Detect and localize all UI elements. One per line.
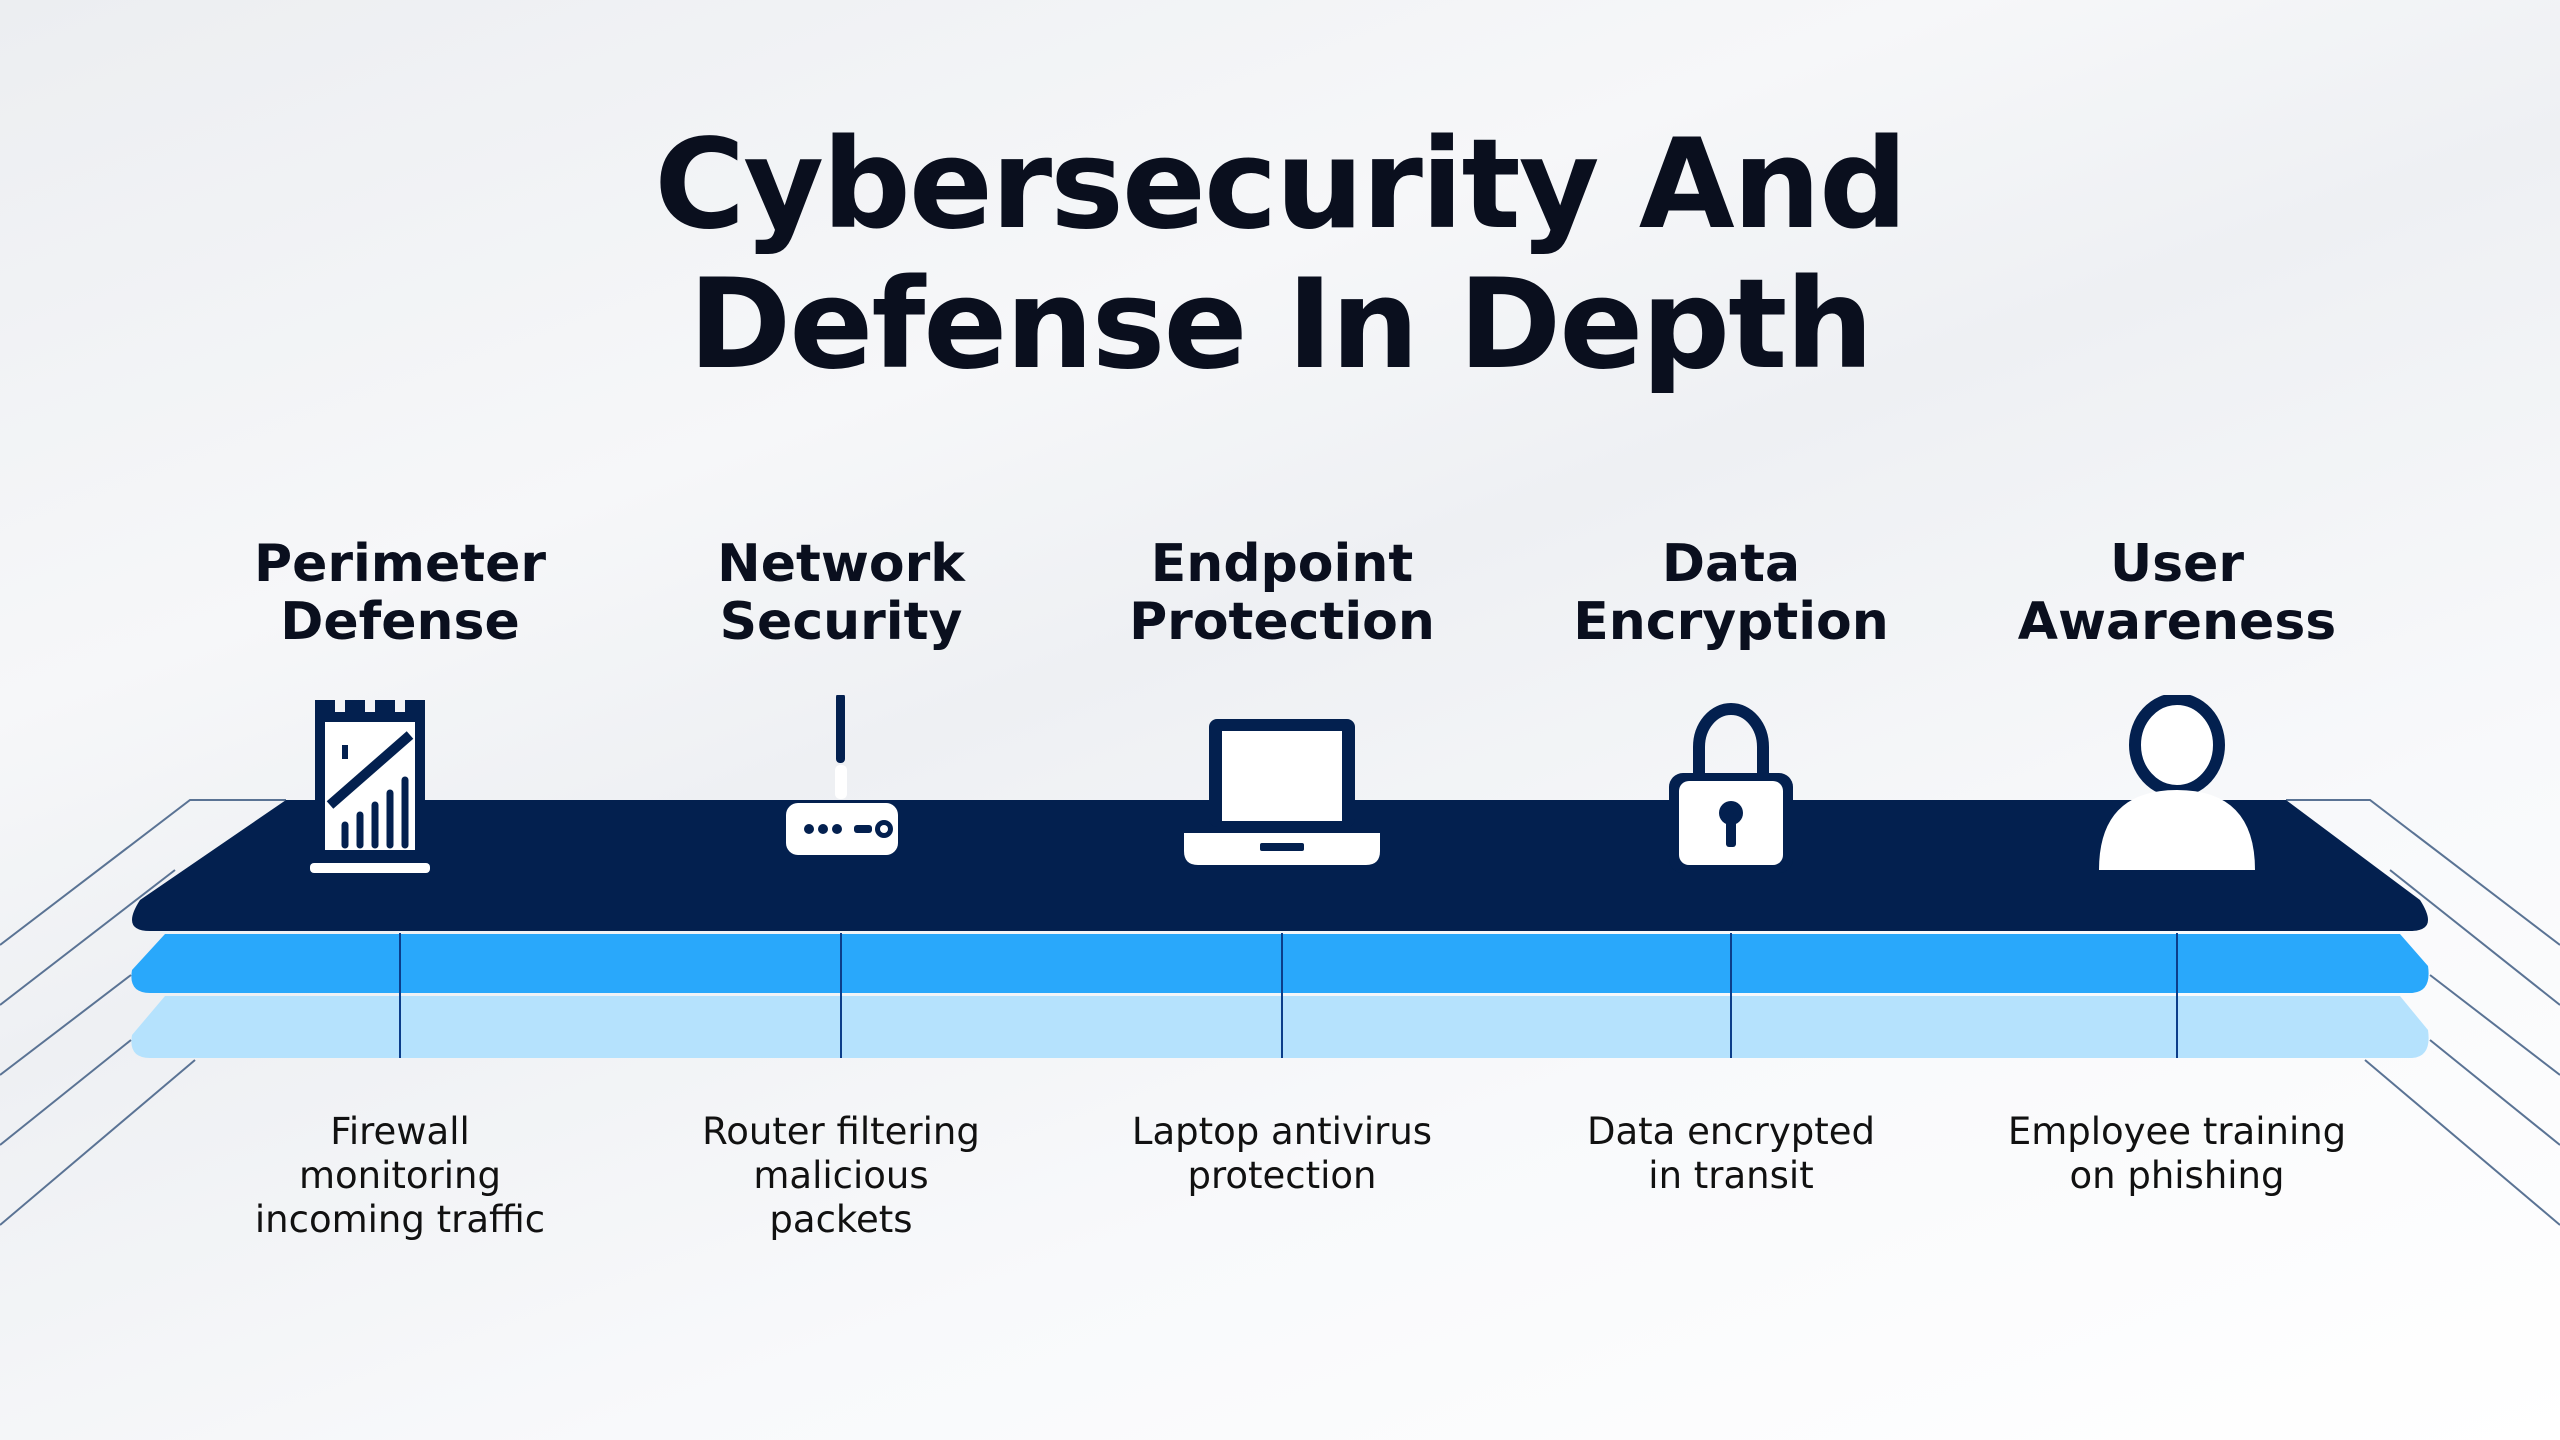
desc-line: Data encrypted [1586,1110,1875,1153]
desc-line: packets [769,1198,913,1241]
heading-line: Network [717,534,965,594]
layer-dark-slab [132,800,2428,931]
heading-line: Security [719,592,963,652]
page-title: Cybersecurity And Defense In Depth [0,115,2560,395]
castle-firewall-icon [310,700,430,873]
desc-line: Laptop antivirus [1131,1110,1433,1153]
desc-line: Router filtering [702,1110,980,1153]
desc-line: protection [1187,1154,1377,1197]
heading-line: Protection [1129,592,1435,652]
laptop-icon [1184,719,1380,865]
desc-line: monitoring [299,1154,501,1197]
heading-line: Perimeter [253,534,547,594]
heading-line: Data [1661,534,1801,594]
heading-line: Endpoint [1150,534,1414,594]
desc-line: in transit [1648,1154,1814,1197]
perspective-lines [0,799,2560,1226]
desc-line: on phishing [2069,1154,2285,1197]
desc-line: Firewall [330,1110,470,1153]
title-line-2: Defense In Depth [688,253,1873,397]
layer-mid [131,934,2429,993]
user-icon [2099,695,2255,870]
title-line-1: Cybersecurity And [654,113,1907,257]
desc-line: incoming traffic [254,1198,546,1241]
heading-line: Awareness [2017,592,2337,652]
layer-light [131,996,2429,1058]
heading-line: Defense [280,592,520,652]
desc-line: Employee training [2007,1110,2347,1153]
heading-line: Encryption [1573,592,1889,652]
layer-dividers [399,933,2178,1058]
router-icon [786,695,898,855]
padlock-icon [1669,703,1793,873]
desc-line: malicious [753,1154,929,1197]
heading-line: User [2109,534,2245,594]
